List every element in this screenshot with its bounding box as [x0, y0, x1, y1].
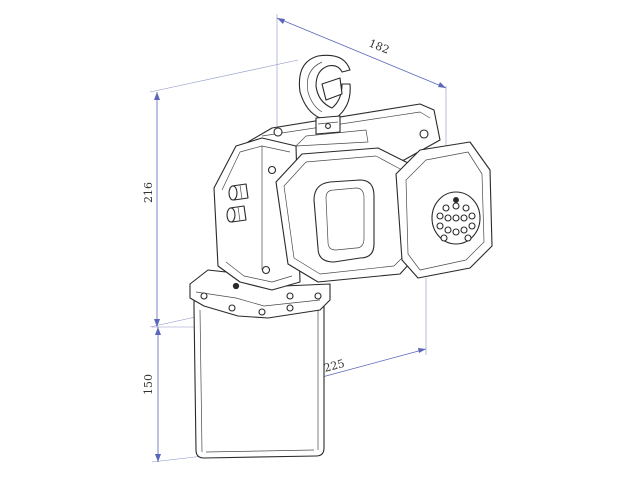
- connector-plate: [431, 191, 481, 245]
- hook: [298, 54, 351, 135]
- chain-bag: [193, 295, 325, 459]
- hook-latch-icon: [321, 77, 343, 101]
- bracket-bolt-icon: [286, 292, 294, 300]
- dimension-216: 216: [142, 59, 299, 328]
- frame-bolt-icon: [273, 127, 283, 137]
- dimension-150: 150: [142, 326, 213, 463]
- bracket-bolt-icon: [258, 308, 266, 316]
- dim-216-label: 216: [142, 182, 155, 203]
- cable-gland-icon: [228, 183, 249, 201]
- motor-bolt-icon: [267, 165, 277, 175]
- frame-bolt-icon: [419, 129, 429, 139]
- bracket-bolt-icon: [286, 304, 294, 312]
- dim-225-label: 225: [322, 357, 346, 375]
- motor-bolt-icon: [261, 265, 271, 275]
- bracket-bolt-icon: [314, 292, 322, 300]
- dim-150-label: 150: [142, 374, 155, 395]
- bracket-bolt-icon: [200, 292, 208, 300]
- cable-gland-icon: [226, 205, 247, 223]
- dim-182-label: 182: [367, 37, 391, 57]
- bracket-bolt-icon: [228, 304, 236, 312]
- hoist-body: [213, 103, 493, 291]
